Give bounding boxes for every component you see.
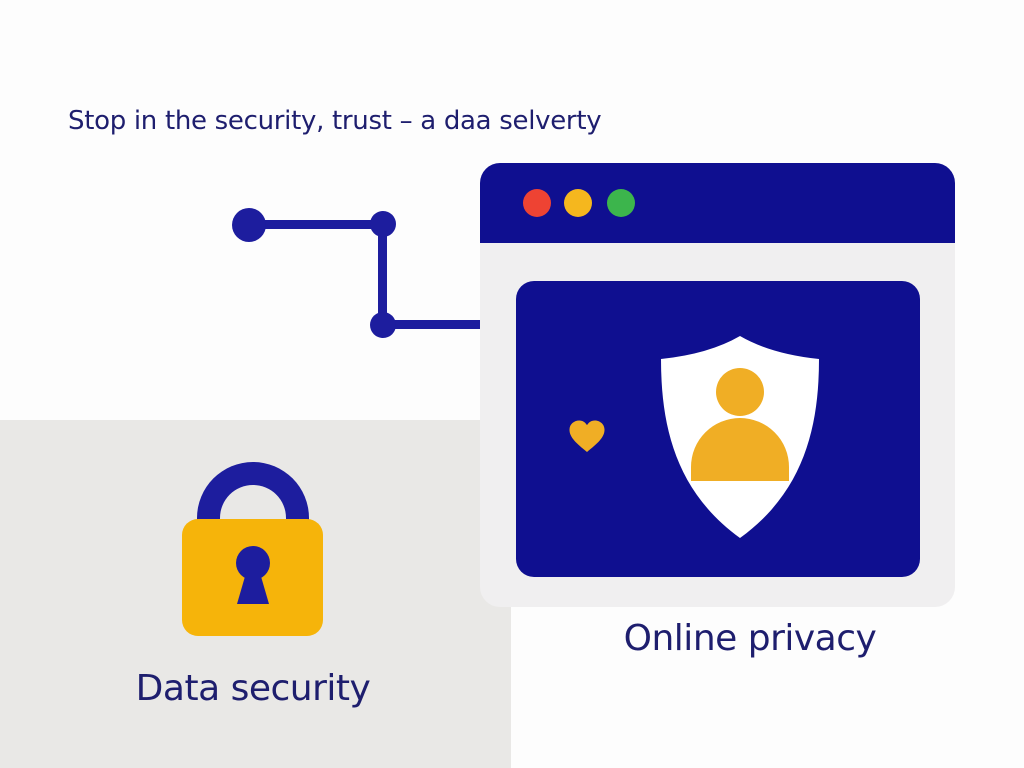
shield-user-icon: [661, 336, 819, 538]
circuit-line-horizontal-bottom: [383, 320, 480, 329]
circuit-line-horizontal-top: [249, 220, 383, 229]
headline-text: Stop in the security, trust – a daa selv…: [68, 106, 602, 136]
browser-titlebar: [480, 163, 955, 243]
circuit-line-vertical: [378, 224, 387, 325]
circuit-node-icon: [232, 208, 266, 242]
traffic-light-yellow-icon: [564, 189, 592, 217]
data-security-label: Data security: [135, 668, 371, 709]
circuit-node-icon: [370, 211, 396, 237]
browser-window-illustration: [480, 163, 955, 607]
traffic-light-green-icon: [607, 189, 635, 217]
privacy-panel: [516, 281, 920, 577]
online-privacy-label: Online privacy: [623, 618, 877, 659]
keyhole-icon: [236, 546, 270, 604]
circuit-node-icon: [370, 312, 396, 338]
traffic-light-red-icon: [523, 189, 551, 217]
heart-icon: [569, 420, 605, 452]
